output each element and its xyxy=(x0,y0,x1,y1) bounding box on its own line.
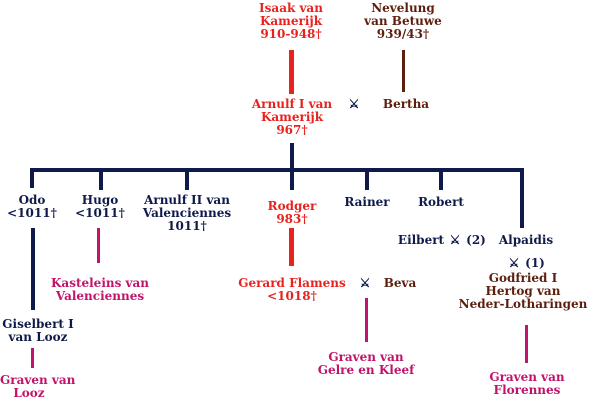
drop-arnulf2 xyxy=(185,168,189,190)
person-name: Isaak van xyxy=(259,1,323,15)
person-dates: 983† xyxy=(276,212,308,226)
person-odo: Odo <1011† xyxy=(5,194,59,220)
branch-line-1: Graven van xyxy=(0,373,76,387)
branch-gelre: Graven van Gelre en Kleef xyxy=(310,351,422,377)
person-name: Arnulf I van xyxy=(251,97,333,111)
person-alpaidis: Alpaidis xyxy=(492,234,560,247)
person-dates: 1011† xyxy=(167,219,207,233)
branch-looz: Graven van Looz xyxy=(0,373,76,400)
person-title: Kamerijk xyxy=(259,14,323,28)
line-godfried-florennes xyxy=(525,325,528,363)
person-rainer: Rainer xyxy=(335,196,399,209)
marriage-icon: ⚔ xyxy=(449,233,461,247)
person-name: Godfried I xyxy=(488,271,558,285)
branch-kasteleins: Kasteleins van Valenciennes xyxy=(46,277,154,303)
branch-line-2: Looz xyxy=(13,386,45,400)
marriage-icon: ⚔ xyxy=(508,256,520,270)
person-name: Odo xyxy=(18,193,46,207)
person-title: Valenciennes xyxy=(142,206,232,220)
person-isaak: Isaak van Kamerijk 910-948† xyxy=(245,2,337,41)
person-name: Alpaidis xyxy=(498,233,554,247)
line-odo-giselbert xyxy=(31,228,35,310)
person-name: Giselbert I xyxy=(2,317,74,331)
person-name: Gerard Flamens xyxy=(238,276,346,290)
person-eilbert: Eilbert xyxy=(392,234,450,247)
branch-line-2: Florennes xyxy=(493,383,561,397)
branch-line-2: Valenciennes xyxy=(55,289,145,303)
branch-line-1: Graven van xyxy=(328,350,404,364)
marriage-icon: ⚔ xyxy=(359,276,371,290)
marriage-icon: ⚔ xyxy=(348,97,360,111)
line-arnulf-children xyxy=(290,143,294,170)
person-dates: 910-948† xyxy=(260,27,322,41)
drop-robert xyxy=(439,168,443,190)
branch-line-1: Kasteleins van xyxy=(50,276,150,290)
branch-florennes: Graven van Florennes xyxy=(482,371,572,397)
person-name: Eilbert xyxy=(397,233,445,247)
person-name: Beva xyxy=(383,276,417,290)
person-name: Hugo xyxy=(81,193,119,207)
person-name: Arnulf II van xyxy=(144,193,230,207)
person-rodger: Rodger 983† xyxy=(258,200,326,226)
branch-line-2: Gelre en Kleef xyxy=(317,363,415,377)
line-isaak-arnulf xyxy=(289,50,294,94)
person-title: van Looz xyxy=(8,330,68,344)
drop-odo xyxy=(30,168,34,188)
marriage-number: (2) xyxy=(466,233,486,247)
person-hugo: Hugo <1011† xyxy=(72,194,128,220)
person-name: Bertha xyxy=(382,97,430,111)
person-godfried: Godfried I Hertog van Neder-Lotharingen xyxy=(458,272,588,311)
person-title: Kamerijk xyxy=(260,110,324,124)
line-rodger-gerard xyxy=(289,228,294,266)
person-bertha: Bertha xyxy=(375,98,437,111)
person-name: Rainer xyxy=(344,195,390,209)
person-name: Rodger xyxy=(267,199,317,213)
drop-alpaidis xyxy=(520,168,524,228)
line-hugo-kasteleins xyxy=(97,228,100,263)
person-giselbert: Giselbert I van Looz xyxy=(0,318,76,344)
person-title: Neder-Lotharingen xyxy=(458,297,588,311)
person-gerard: Gerard Flamens <1018† xyxy=(230,277,354,303)
person-name: Nevelung xyxy=(371,1,435,15)
children-horizontal-line xyxy=(30,168,524,172)
line-beva-gelre xyxy=(365,298,368,342)
person-beva: Beva xyxy=(378,277,422,290)
person-dates: <1011† xyxy=(7,206,57,220)
person-dates: <1011† xyxy=(75,206,125,220)
drop-rainer xyxy=(365,168,369,190)
line-giselbert-looz xyxy=(31,348,34,368)
line-nevelung-bertha xyxy=(402,50,405,92)
person-title: Hertog van xyxy=(485,284,561,298)
person-name: Robert xyxy=(418,195,464,209)
marriage-number: (1) xyxy=(525,256,545,270)
person-title: van Betuwe xyxy=(364,14,442,28)
person-dates: 939/43† xyxy=(376,27,430,41)
person-dates: 967† xyxy=(276,123,308,137)
person-arnulf1: Arnulf I van Kamerijk 967† xyxy=(240,98,344,137)
drop-hugo xyxy=(99,168,103,190)
person-arnulf2: Arnulf II van Valenciennes 1011† xyxy=(132,194,242,233)
drop-rodger xyxy=(290,168,294,190)
person-nevelung: Nevelung van Betuwe 939/43† xyxy=(355,2,451,41)
person-robert: Robert xyxy=(408,196,474,209)
person-dates: <1018† xyxy=(267,289,317,303)
branch-line-1: Graven van xyxy=(489,370,565,384)
